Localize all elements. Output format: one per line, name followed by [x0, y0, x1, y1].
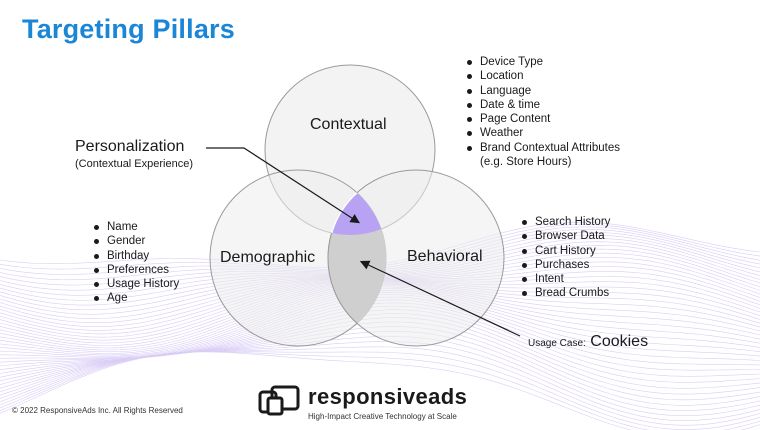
- brand-logo: responsiveads High-Impact Creative Techn…: [258, 384, 498, 428]
- background-wave-line: [0, 351, 760, 430]
- list-item: Bread Crumbs: [521, 286, 610, 300]
- page-title: Targeting Pillars: [22, 14, 235, 44]
- list-item: Gender: [93, 234, 179, 248]
- background-wave-line: [0, 351, 760, 430]
- list-item: Usage History: [93, 277, 179, 291]
- list-item-note: (e.g. Store Hours): [480, 156, 572, 169]
- brand-name: responsiveads: [308, 384, 468, 409]
- personalization-subtitle: (Contextual Experience): [75, 158, 194, 170]
- list-item: Location: [466, 69, 620, 83]
- list-item: Preferences: [93, 263, 179, 277]
- copyright-text: © 2022 ResponsiveAds Inc. All Rights Res…: [12, 406, 183, 415]
- intersection-all-three: [327, 170, 386, 235]
- list-item: Birthday: [93, 249, 179, 263]
- list-item: Browser Data: [521, 229, 610, 243]
- list-item: Brand Contextual Attributes: [466, 141, 620, 155]
- label-contextual: Contextual: [310, 116, 387, 133]
- usage-case-prefix: Usage Case:: [528, 338, 586, 349]
- personalization-arrow: [206, 147, 361, 224]
- usage-case-value: Cookies: [590, 333, 649, 350]
- list-item: Date & time: [466, 98, 620, 112]
- list-item: Purchases: [521, 258, 610, 272]
- list-item: Device Type: [466, 55, 620, 69]
- background-wave-line: [0, 346, 760, 426]
- brand-tagline: High-Impact Creative Technology at Scale: [308, 412, 457, 421]
- list-item: Page Content: [466, 112, 620, 126]
- list-item: Language: [466, 84, 620, 98]
- list-item: Age: [93, 291, 179, 305]
- list-item: Intent: [521, 272, 610, 286]
- responsiveads-logo-icon: [258, 385, 300, 416]
- usage-case: Usage Case: Cookies: [528, 333, 648, 351]
- list-item: Search History: [521, 215, 610, 229]
- list-item: Weather: [466, 126, 620, 140]
- background-wave-line: [0, 351, 760, 430]
- personalization-title: Personalization: [75, 138, 185, 155]
- cookies-arrow: [359, 260, 521, 337]
- label-behavioral: Behavioral: [407, 248, 483, 265]
- list-item: Cart History: [521, 244, 610, 258]
- label-demographic: Demographic: [220, 249, 316, 266]
- list-item: Name: [93, 220, 179, 234]
